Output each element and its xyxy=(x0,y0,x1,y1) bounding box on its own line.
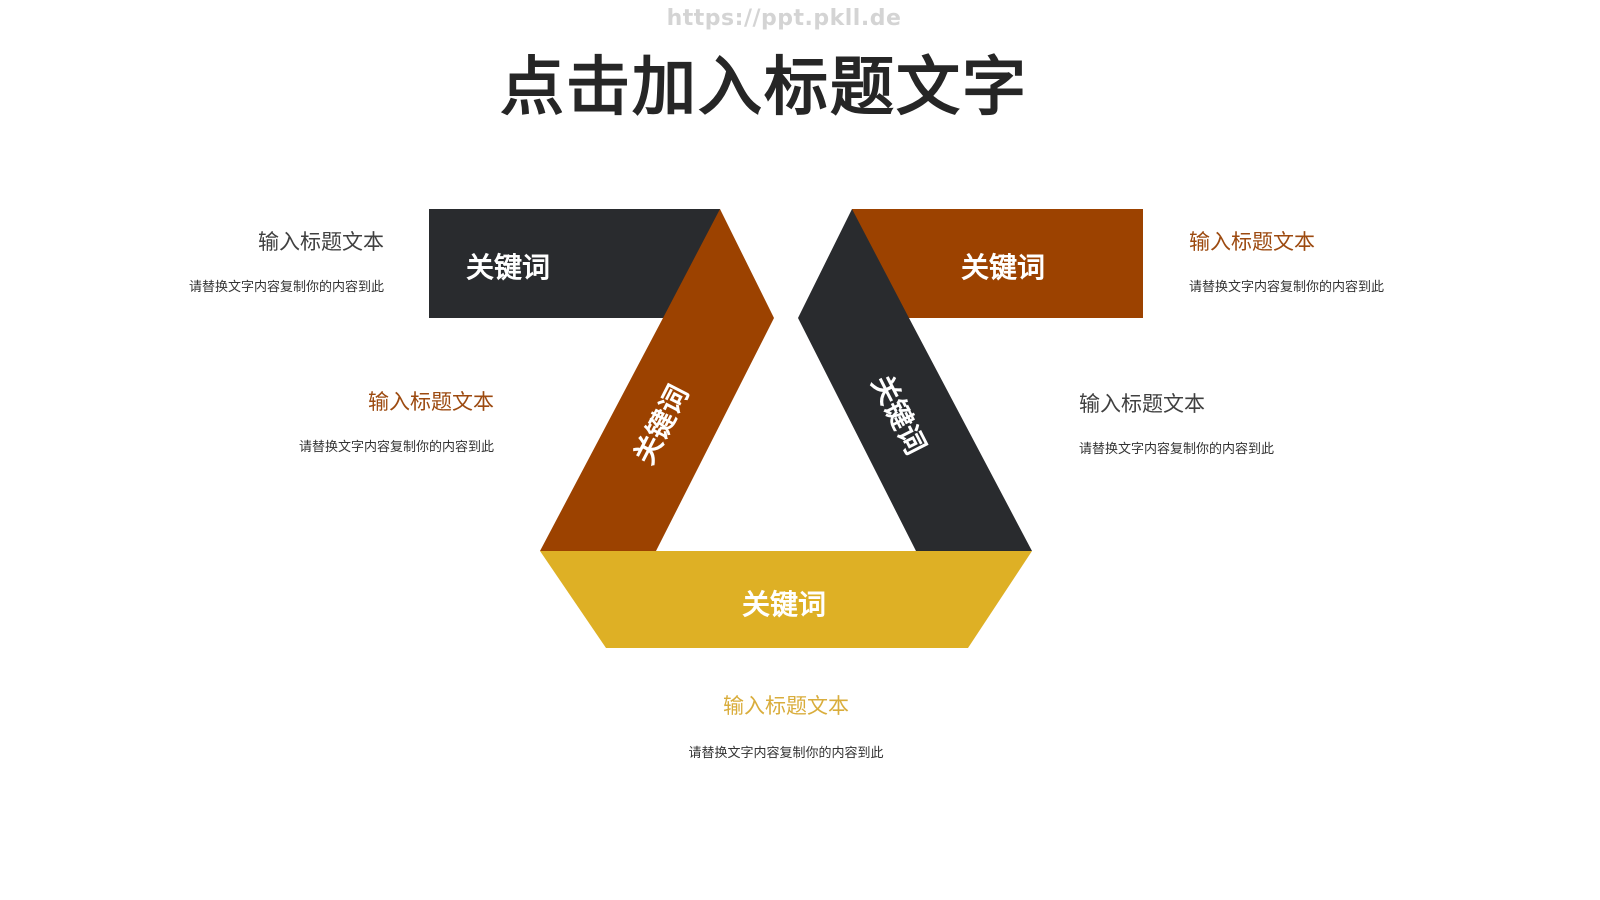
keyword-top-left: 关键词 xyxy=(466,251,551,284)
segment-bottom xyxy=(540,551,1032,648)
block-body: 请替换文字内容复制你的内容到此 xyxy=(188,280,384,295)
block-body: 请替换文字内容复制你的内容到此 xyxy=(688,746,884,761)
block-heading: 输入标题文本 xyxy=(368,390,494,414)
text-block-mid-left: 输入标题文本 请替换文字内容复制你的内容到此 xyxy=(250,386,494,455)
block-body: 请替换文字内容复制你的内容到此 xyxy=(1079,442,1275,457)
block-heading: 输入标题文本 xyxy=(1189,230,1315,254)
keyword-top-right: 关键词 xyxy=(961,251,1046,284)
block-heading: 输入标题文本 xyxy=(1079,392,1205,416)
segment-top-right xyxy=(852,209,1143,318)
text-block-top-left: 输入标题文本 请替换文字内容复制你的内容到此 xyxy=(140,226,384,295)
block-body: 请替换文字内容复制你的内容到此 xyxy=(1189,280,1385,295)
watermark-url: https://ppt.pkll.de xyxy=(666,6,902,31)
block-body: 请替换文字内容复制你的内容到此 xyxy=(298,440,494,455)
segment-right-diagonal xyxy=(798,209,1032,551)
text-block-top-right: 输入标题文本 请替换文字内容复制你的内容到此 xyxy=(1189,226,1449,295)
page-title: 点击加入标题文字 xyxy=(500,51,1028,125)
block-heading: 输入标题文本 xyxy=(723,694,849,718)
segment-left-diagonal xyxy=(540,209,774,551)
text-block-bottom: 输入标题文本 请替换文字内容复制你的内容到此 xyxy=(636,690,936,761)
text-block-mid-right: 输入标题文本 请替换文字内容复制你的内容到此 xyxy=(1079,388,1339,457)
block-heading: 输入标题文本 xyxy=(258,230,384,254)
segment-top-left xyxy=(429,209,720,318)
keyword-bottom: 关键词 xyxy=(742,588,827,621)
